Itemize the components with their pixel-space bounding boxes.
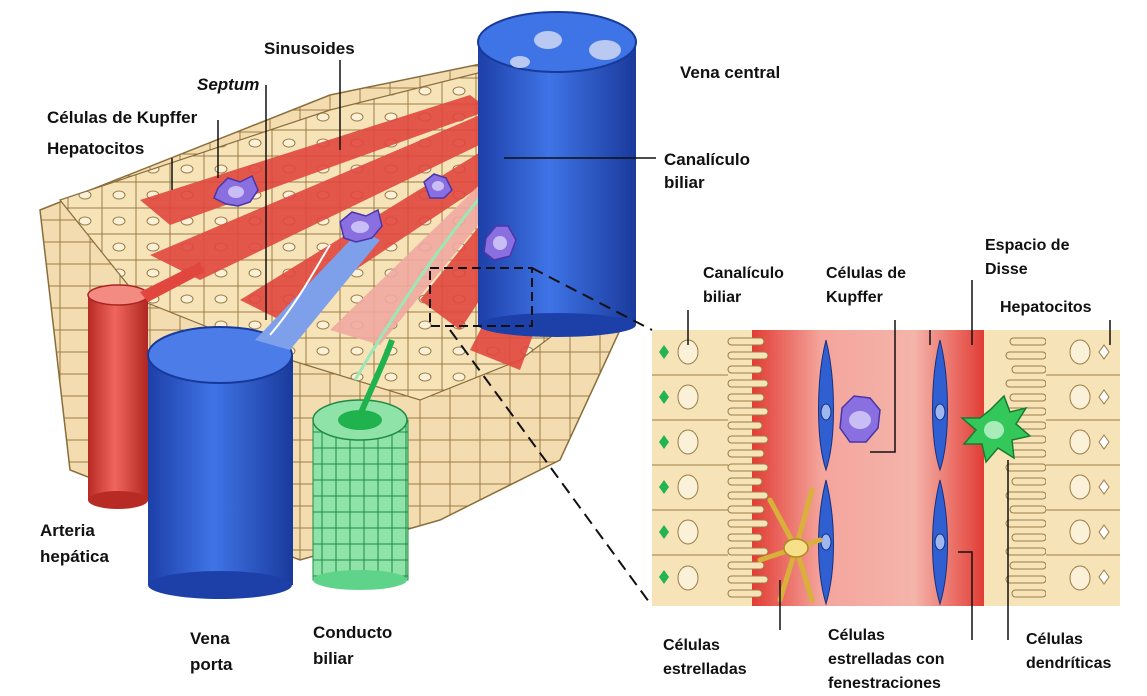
label-inset-canaliculo-1: Canalículo — [703, 264, 784, 284]
label-inset-estrelladas-1: Células — [663, 636, 720, 656]
label-canaliculo-top-2: biliar — [664, 172, 705, 193]
label-inset-canaliculo-2: biliar — [703, 288, 741, 308]
inset-hepatocytes-left — [652, 330, 728, 606]
label-inset-fenestr-2: estrelladas con — [828, 650, 945, 670]
label-inset-disse-1: Espacio de — [985, 236, 1069, 256]
label-inset-dendriticas-1: Células — [1026, 630, 1083, 650]
label-vena-porta-1: Vena — [190, 628, 230, 649]
label-inset-kupffer-2: Kupffer — [826, 288, 883, 308]
label-septum: Septum — [197, 74, 259, 95]
inset-sinusoid — [752, 330, 984, 606]
label-vena-porta-2: porta — [190, 654, 233, 675]
central-vein — [478, 12, 636, 337]
inset-panel — [652, 280, 1120, 640]
label-inset-estrelladas-2: estrelladas — [663, 660, 747, 680]
label-vena-central: Vena central — [680, 62, 780, 83]
label-inset-dendriticas-2: dendríticas — [1026, 654, 1111, 674]
label-inset-fenestr-3: fenestraciones — [828, 674, 941, 694]
label-sinusoides: Sinusoides — [264, 38, 355, 59]
label-conducto-2: biliar — [313, 648, 354, 669]
label-arteria-1: Arteria — [40, 520, 95, 541]
label-kupffer-left: Células de Kupffer — [47, 107, 197, 128]
label-arteria-2: hepática — [40, 546, 109, 567]
inset-hepatocytes-right — [1046, 330, 1120, 606]
label-conducto-1: Conducto — [313, 622, 392, 643]
label-inset-fenestr-1: Células — [828, 626, 885, 646]
label-inset-hepatocitos: Hepatocitos — [1000, 298, 1092, 318]
label-inset-kupffer-1: Células de — [826, 264, 906, 284]
label-hepatocitos-left: Hepatocitos — [47, 138, 144, 159]
label-canaliculo-top-1: Canalículo — [664, 149, 750, 170]
label-inset-disse-2: Disse — [985, 260, 1028, 280]
